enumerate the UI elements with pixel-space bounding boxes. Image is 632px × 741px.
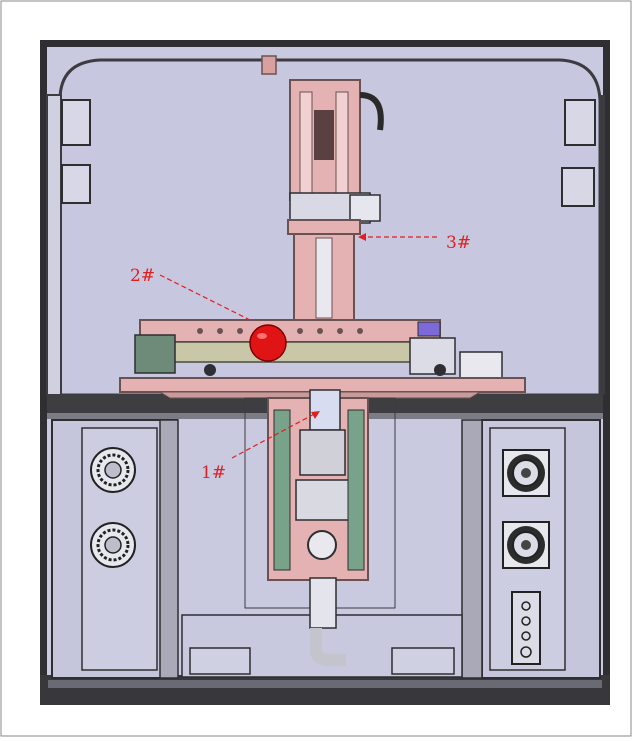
fan-icon	[502, 449, 550, 497]
right-bracket-bottom	[561, 167, 595, 207]
spindle-gearbox	[295, 479, 355, 521]
spindle-side-left	[273, 409, 291, 571]
annotations: 2# 3# 1#	[130, 233, 471, 483]
left-compartment	[51, 419, 179, 679]
nozzle-tube	[309, 577, 337, 629]
purple-connector	[417, 321, 441, 337]
base-rail	[40, 675, 610, 705]
right-divider-post	[461, 419, 483, 679]
nozzle-elbow	[310, 628, 346, 666]
label-2: 2#	[130, 266, 155, 286]
right-post	[599, 95, 605, 395]
arrowhead-3	[358, 233, 366, 241]
spindle-shaft	[309, 389, 341, 431]
gantry-rail	[139, 341, 441, 363]
red-ball	[249, 324, 287, 362]
bottom-left-foot	[189, 647, 251, 675]
horizontal-gantry	[134, 319, 503, 381]
bottom-right-foot	[391, 647, 455, 675]
spindle-side-right	[347, 409, 365, 571]
left-post	[46, 94, 62, 396]
wheel-right	[434, 364, 446, 376]
label-1: 1#	[201, 463, 226, 483]
fan-icon	[502, 521, 550, 569]
column-rail-left	[299, 91, 313, 198]
fan-icon	[90, 522, 136, 568]
vertical-column	[287, 79, 384, 325]
wheel-left	[204, 364, 216, 376]
column-rail-right	[335, 91, 349, 198]
leader-line-2	[159, 274, 251, 321]
left-bracket-bottom	[61, 164, 91, 204]
spindle-assembly	[244, 389, 396, 666]
top-hook	[261, 55, 277, 75]
gantry-beam	[139, 319, 441, 343]
right-box	[459, 351, 503, 381]
base-rail-inner	[48, 680, 602, 688]
right-bracket-top	[564, 99, 596, 146]
left-divider-post	[159, 419, 179, 679]
leader-line-1	[231, 411, 319, 459]
column-lead-screw	[315, 237, 333, 319]
cable-hose	[359, 92, 384, 131]
spindle-flange	[307, 530, 337, 560]
spindle-motor	[299, 429, 346, 476]
left-bracket-top	[61, 99, 91, 146]
motor-cap	[349, 194, 381, 222]
fan-icon	[90, 447, 136, 493]
gantry-right-end	[409, 337, 456, 375]
gantry-left-end	[134, 334, 176, 374]
column-slot	[314, 110, 334, 160]
column-clamp	[287, 219, 361, 235]
right-compartment	[461, 419, 601, 679]
arrowhead-1	[311, 411, 320, 419]
label-3: 3#	[446, 233, 471, 253]
power-socket-panel	[511, 591, 541, 665]
